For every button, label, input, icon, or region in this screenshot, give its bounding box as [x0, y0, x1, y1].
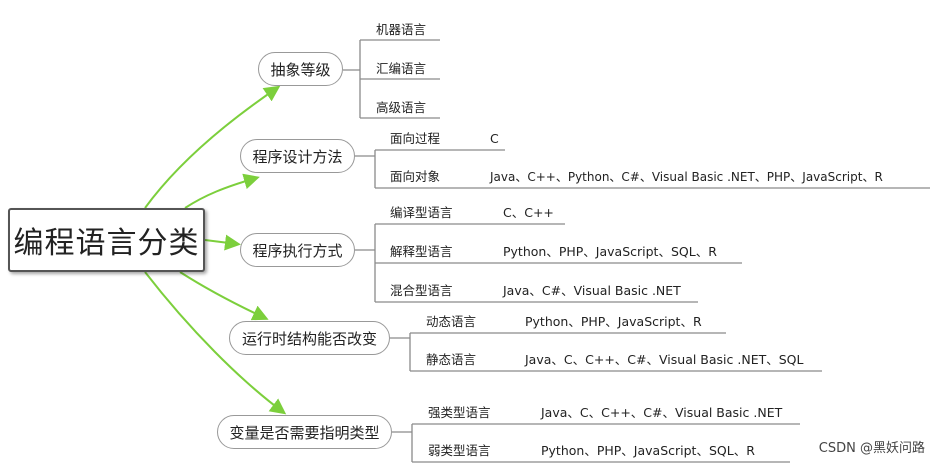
arrow-to-design — [184, 173, 260, 209]
category-type-declaration: 变量是否需要指明类型 — [217, 415, 392, 449]
root-label: 编程语言分类 — [13, 226, 200, 261]
category-execution-mode: 程序执行方式 — [240, 233, 355, 267]
root-node: 编程语言分类 — [8, 208, 205, 272]
item-strong-typed: 强类型语言 — [428, 405, 491, 420]
item-hybrid-value: Java、C#、Visual Basic .NET — [503, 283, 681, 298]
item-machine-language: 机器语言 — [376, 22, 427, 37]
item-compiled-value: C、C++ — [503, 205, 554, 220]
category-design-method: 程序设计方法 — [240, 139, 355, 173]
arrow-to-execution — [204, 234, 241, 251]
item-compiled: 编译型语言 — [390, 205, 453, 220]
item-hybrid: 混合型语言 — [390, 283, 453, 298]
item-dynamic-value: Python、PHP、JavaScript、R — [525, 314, 702, 329]
arrow-to-abstraction — [144, 85, 281, 209]
category-runtime-structure: 运行时结构能否改变 — [229, 321, 390, 355]
item-assembly-language: 汇编语言 — [376, 61, 427, 76]
item-strong-typed-value: Java、C、C++、C#、Visual Basic .NET — [541, 405, 783, 420]
item-object-oriented-value: Java、C++、Python、C#、Visual Basic .NET、PHP… — [490, 170, 883, 184]
item-dynamic: 动态语言 — [426, 314, 477, 329]
item-static-value: Java、C、C++、C#、Visual Basic .NET、SQL — [525, 352, 804, 367]
category-label: 程序执行方式 — [252, 241, 343, 260]
arrow-to-runtime — [179, 271, 269, 321]
item-interpreted-value: Python、PHP、JavaScript、SQL、R — [503, 244, 717, 259]
item-interpreted: 解释型语言 — [390, 244, 453, 259]
item-static: 静态语言 — [426, 352, 477, 367]
item-weak-typed: 弱类型语言 — [428, 443, 491, 458]
category-label: 运行时结构能否改变 — [241, 329, 377, 348]
item-procedural: 面向过程 — [390, 131, 441, 146]
item-high-level-language: 高级语言 — [376, 100, 427, 115]
arrow-to-typing — [144, 271, 287, 415]
category-label: 抽象等级 — [270, 60, 331, 79]
item-object-oriented: 面向对象 — [390, 169, 441, 184]
category-label: 程序设计方法 — [252, 147, 343, 166]
item-weak-typed-value: Python、PHP、JavaScript、SQL、R — [541, 443, 755, 458]
item-procedural-value: C — [490, 131, 499, 146]
category-abstraction-level: 抽象等级 — [258, 52, 343, 86]
watermark: CSDN @黑妖问路 — [818, 441, 925, 456]
category-label: 变量是否需要指明类型 — [229, 423, 380, 442]
